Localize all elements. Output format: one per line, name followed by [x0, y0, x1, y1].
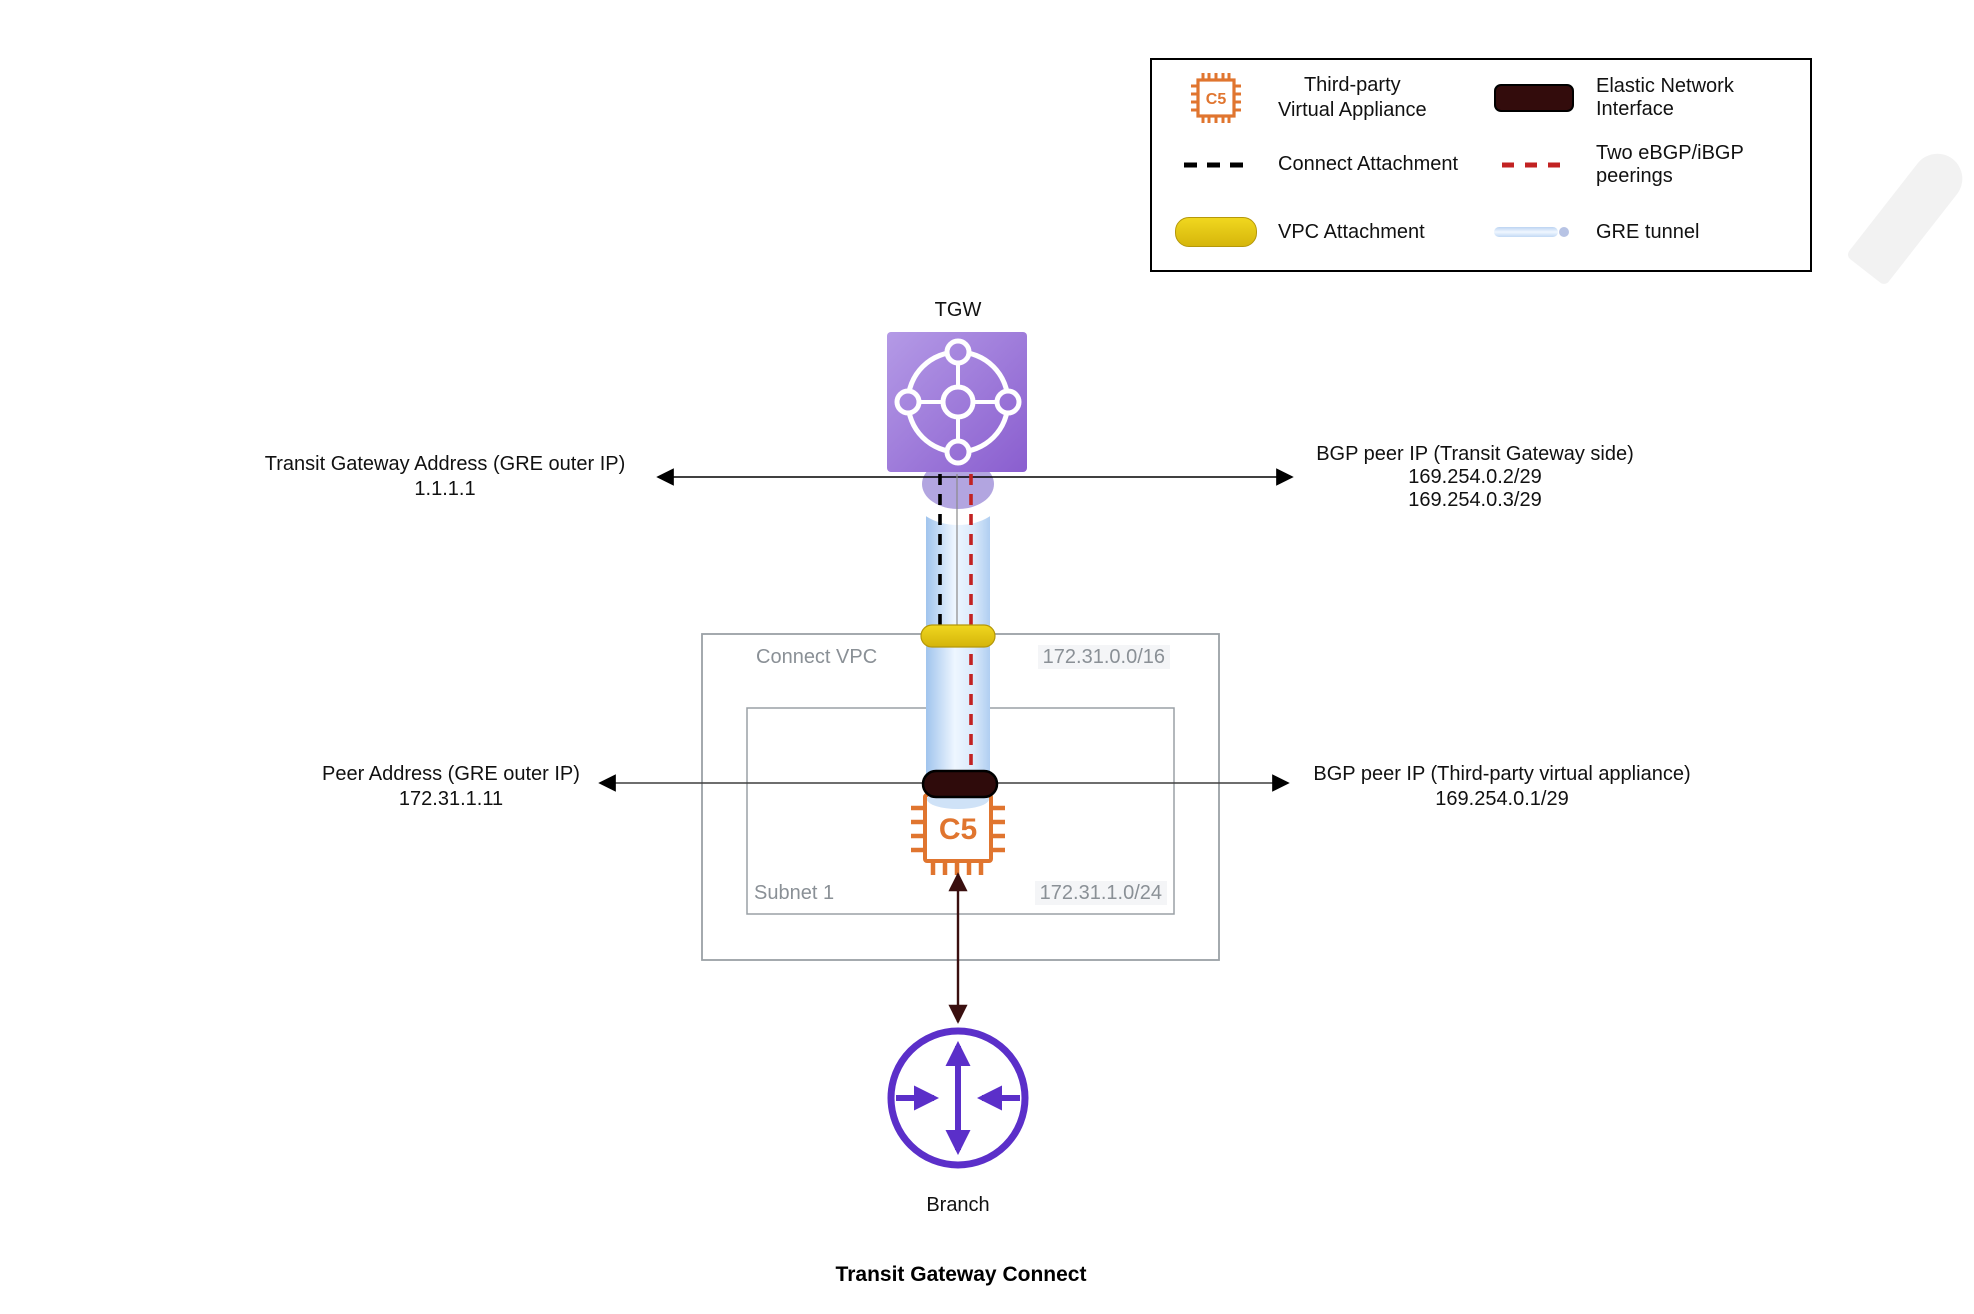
- vpc-attachment-pill-icon: [1170, 217, 1262, 248]
- appliance-chip-text: C5: [939, 813, 977, 846]
- eni-pill: [921, 769, 999, 799]
- vpc-cidr-label: 172.31.0.0/16: [1010, 645, 1170, 669]
- annotation-line: Transit Gateway Address (GRE outer IP): [264, 453, 626, 475]
- legend-item-gre-tunnel: GRE tunnel: [1470, 199, 1810, 266]
- branch-router-icon: [887, 1027, 1029, 1169]
- annotation-line: 169.254.0.3/29: [1408, 489, 1542, 511]
- gre-tunnel-line-icon: [1488, 224, 1580, 240]
- legend-label: Two eBGP/iBGP peerings: [1596, 141, 1744, 187]
- annotation-line: 172.31.1.11: [398, 788, 504, 810]
- legend-chip-text: C5: [1206, 91, 1227, 108]
- annotation-bgp-appliance: BGP peer IP (Third-party virtual applian…: [1302, 762, 1702, 812]
- eni-swatch-icon: [1488, 83, 1580, 112]
- annotation-peer-gre-address: Peer Address (GRE outer IP) 172.31.1.11: [251, 762, 651, 812]
- legend-label: Third-party Virtual Appliance: [1278, 73, 1427, 121]
- black-dashed-line-icon: [1170, 161, 1262, 169]
- branch-label: Branch: [926, 1194, 990, 1216]
- legend-item-vpc-attachment: VPC Attachment: [1152, 199, 1470, 266]
- annotation-line: 1.1.1.1: [414, 478, 476, 500]
- annotation-line: BGP peer IP (Third-party virtual applian…: [1313, 763, 1691, 785]
- annotation-line: 169.254.0.2/29: [1408, 466, 1542, 488]
- tgw-icon: [887, 332, 1027, 472]
- legend: C5 Third-party Virtual Appliance Elastic…: [1150, 58, 1812, 272]
- vpc-name-label: Connect VPC: [756, 646, 878, 668]
- annotation-bgp-tgw: BGP peer IP (Transit Gateway side) 169.2…: [1275, 443, 1675, 512]
- subnet-cidr-label: 172.31.1.0/24: [1007, 881, 1167, 905]
- legend-label: Connect Attachment: [1278, 153, 1459, 176]
- c5-appliance-icon: C5: [911, 781, 1005, 875]
- annotation-line: BGP peer IP (Transit Gateway side): [1316, 443, 1634, 465]
- red-dashed-line-icon: [1488, 161, 1580, 169]
- legend-label: GRE tunnel: [1596, 220, 1700, 243]
- annotation-tgw-gre-address: Transit Gateway Address (GRE outer IP) 1…: [245, 452, 645, 502]
- c5-chip-icon: C5: [1170, 69, 1262, 127]
- legend-item-bgp-peerings: Two eBGP/iBGP peerings: [1470, 131, 1810, 198]
- annotation-line: Peer Address (GRE outer IP): [322, 763, 580, 785]
- legend-item-eni: Elastic Network Interface: [1470, 64, 1810, 131]
- tgw-label: TGW: [934, 299, 982, 321]
- legend-label: Elastic Network Interface: [1596, 74, 1734, 120]
- annotation-line: 169.254.0.1/29: [1435, 788, 1569, 810]
- legend-item-third-party-appliance: C5 Third-party Virtual Appliance: [1152, 64, 1470, 131]
- legend-label: VPC Attachment: [1278, 220, 1425, 243]
- legend-item-connect-attachment: Connect Attachment: [1152, 131, 1470, 198]
- vpc-attachment-pill: [920, 624, 996, 648]
- subnet-name-label: Subnet 1: [754, 882, 835, 904]
- diagram-title: Transit Gateway Connect: [835, 1263, 1087, 1286]
